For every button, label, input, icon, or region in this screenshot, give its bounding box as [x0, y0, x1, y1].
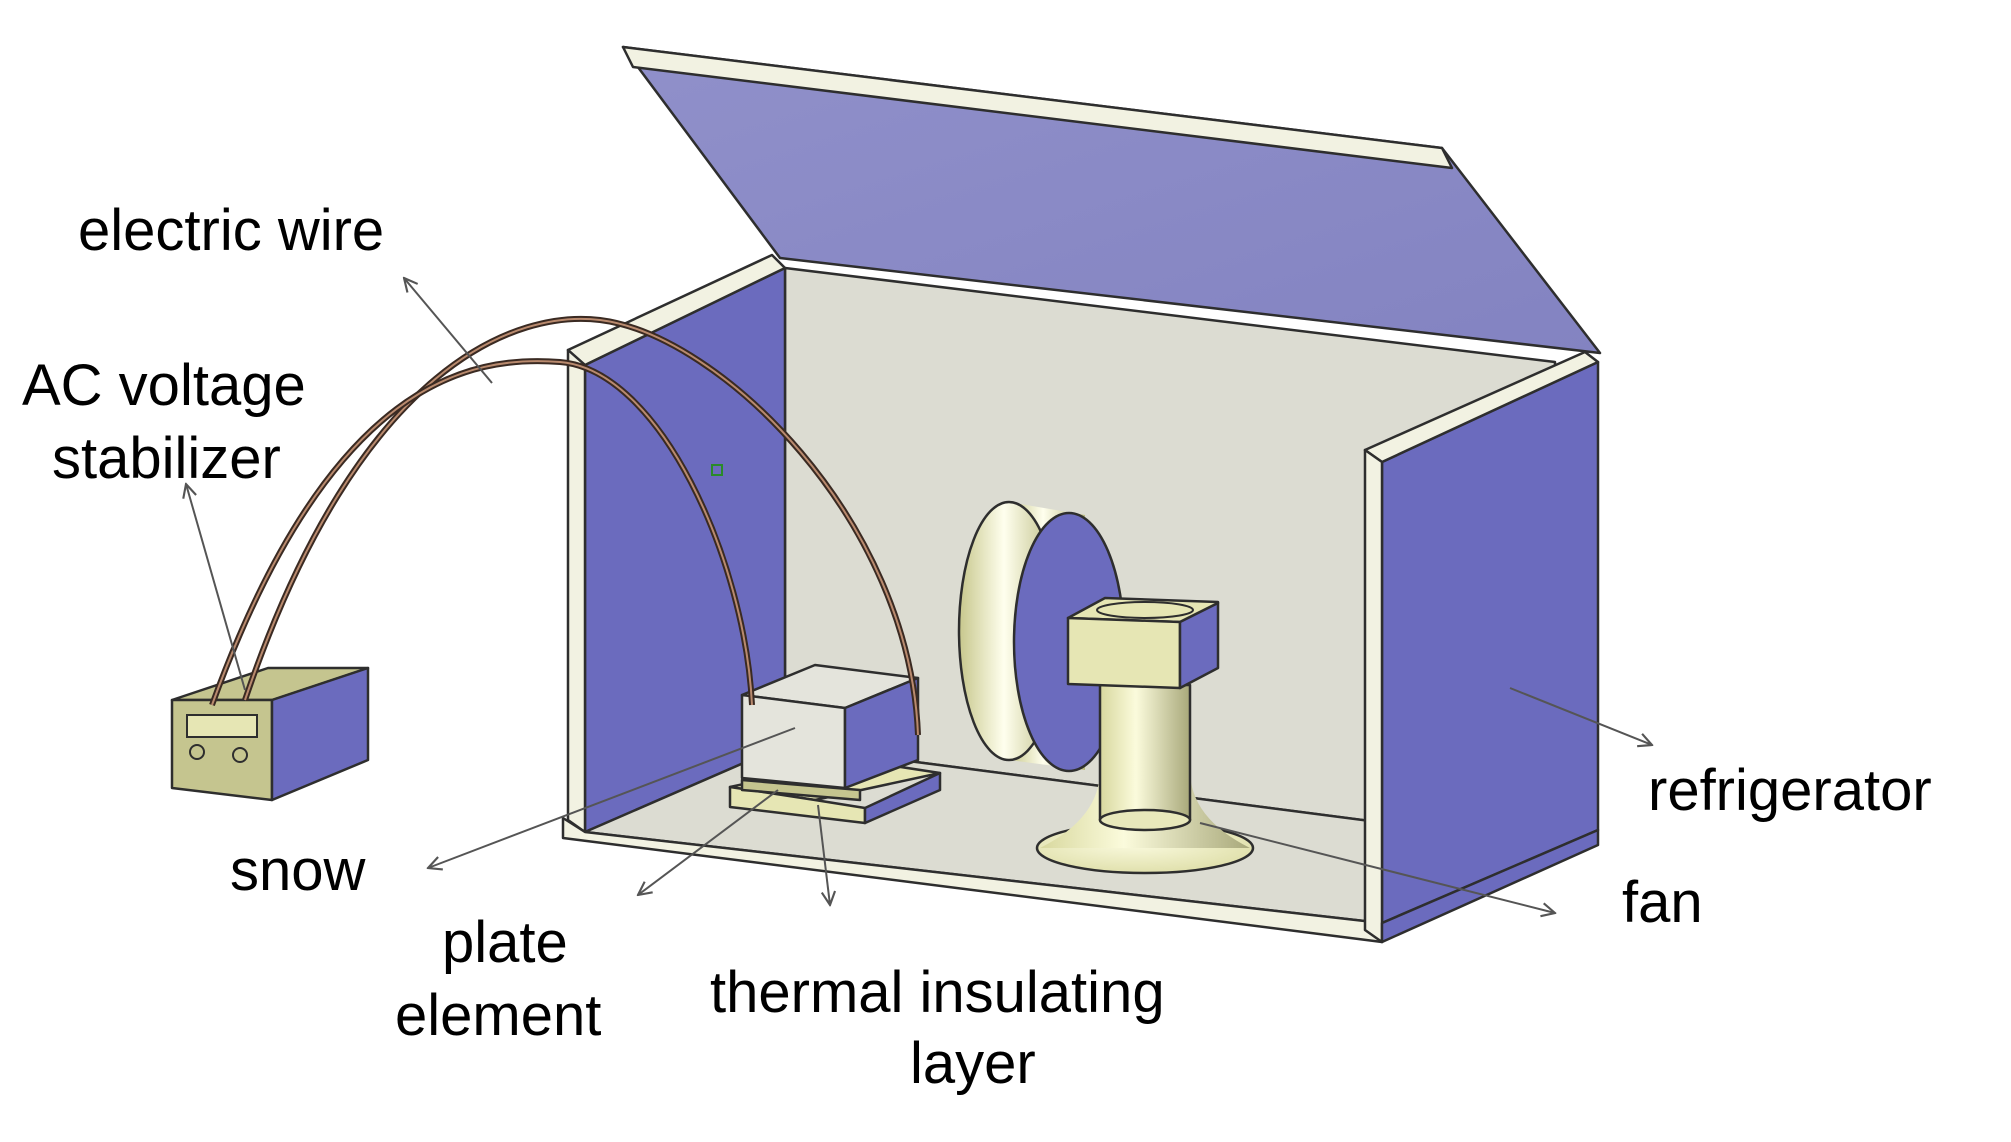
- label-refrigerator: refrigerator: [1648, 758, 1932, 823]
- label-thermal-line1: thermal insulating: [710, 960, 1165, 1025]
- stabilizer-side: [270, 666, 370, 802]
- leader-lines: [186, 278, 1652, 913]
- label-ac-voltage-line1: AC voltage: [22, 353, 306, 418]
- stabilizer-display: [186, 714, 258, 738]
- leader-refrigerator: [1509, 687, 1652, 745]
- fan-housing-front: [1066, 616, 1182, 690]
- labels: electric wire AC voltage stabilizer snow…: [22, 198, 1932, 1096]
- refrigerator-lid-rim: [621, 45, 1454, 170]
- label-electric-wire: electric wire: [78, 198, 384, 263]
- fan-housing-ring: [1096, 601, 1194, 619]
- wall-marker: [711, 464, 723, 476]
- plate-element-assembly: [728, 663, 942, 825]
- refrigerator-left-wall-edge: [566, 348, 587, 834]
- leader-plate-element: [638, 789, 779, 895]
- leader-thermal-insulating-layer: [817, 804, 830, 905]
- electric-wire-inner-highlight: [211, 360, 753, 706]
- refrigerator-cabinet: [561, 45, 1602, 944]
- stabilizer-terminal-left: [189, 744, 205, 760]
- leader-electric-wire: [404, 278, 493, 384]
- electric-wires: [209, 315, 921, 736]
- label-plate-element-line2: element: [395, 983, 601, 1048]
- label-plate-element-line1: plate: [442, 910, 568, 975]
- leader-snow: [428, 727, 796, 868]
- thermal-insulating-layer-side: [863, 771, 942, 825]
- fan-stand-column-bottom: [1098, 808, 1192, 832]
- label-snow: snow: [230, 838, 367, 903]
- electric-wire-outer-highlight: [244, 317, 919, 736]
- fan: [957, 500, 1255, 875]
- refrigerator-right-wall-bottom: [1380, 828, 1600, 944]
- fan-housing-side: [1178, 601, 1220, 690]
- label-fan: fan: [1622, 870, 1703, 935]
- leader-fan: [1199, 822, 1555, 913]
- label-ac-voltage-line2: stabilizer: [52, 426, 281, 491]
- label-thermal-line2: layer: [910, 1031, 1036, 1096]
- snow-block-side: [843, 676, 920, 790]
- stabilizer-terminal-right: [232, 747, 248, 763]
- ac-voltage-stabilizer: [170, 666, 370, 802]
- leader-ac-voltage-stabilizer: [186, 484, 246, 691]
- fan-stand-column: [1098, 683, 1192, 822]
